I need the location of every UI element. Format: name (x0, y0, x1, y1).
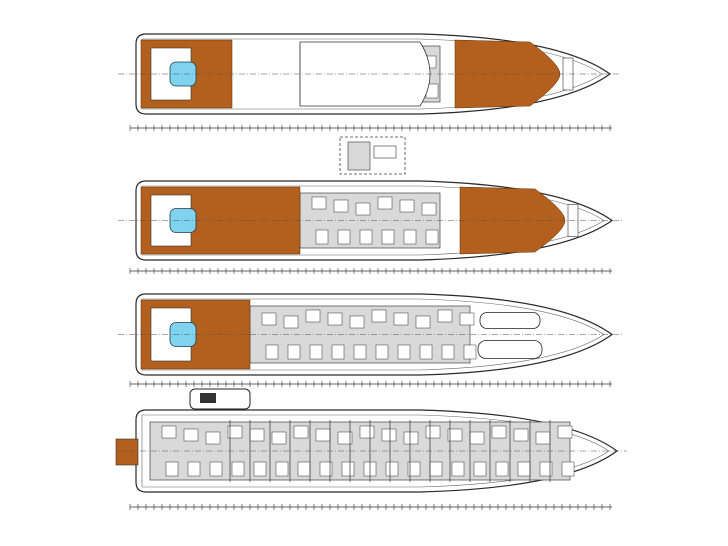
furniture (359, 425, 375, 439)
inset-room (347, 141, 371, 171)
furniture (539, 461, 553, 477)
furniture (349, 315, 365, 329)
furniture (275, 461, 289, 477)
furniture (297, 461, 311, 477)
furniture (311, 196, 327, 210)
main-deck (118, 293, 622, 410)
furniture (469, 431, 485, 445)
furniture (381, 229, 395, 245)
furniture (415, 315, 431, 329)
furniture (425, 229, 439, 245)
furniture (513, 428, 529, 442)
bridge-deck (118, 180, 622, 274)
furniture (437, 309, 453, 323)
furniture (447, 428, 463, 442)
furniture (371, 309, 387, 323)
furniture (341, 461, 355, 477)
furniture (287, 344, 301, 360)
furniture (205, 431, 221, 445)
furniture (451, 461, 465, 477)
furniture (261, 312, 277, 326)
furniture (491, 425, 507, 439)
furniture (403, 229, 417, 245)
furniture (265, 344, 279, 360)
furniture (441, 344, 455, 360)
furniture (315, 229, 329, 245)
furniture (305, 309, 321, 323)
lower-deck (115, 409, 627, 510)
furniture (381, 428, 397, 442)
swim-platform-tender (189, 388, 251, 410)
tender (479, 312, 541, 329)
furniture (331, 344, 345, 360)
furniture (187, 461, 201, 477)
furniture (557, 425, 573, 439)
furniture (293, 425, 309, 439)
furniture (359, 229, 373, 245)
furniture (473, 461, 487, 477)
furniture (375, 344, 389, 360)
detail-inset (339, 136, 406, 175)
bulwark-line (141, 414, 610, 488)
furniture (425, 425, 441, 439)
furniture (355, 202, 371, 216)
furniture (419, 344, 433, 360)
furniture (377, 196, 393, 210)
furniture (333, 199, 349, 213)
tender (477, 340, 543, 359)
furniture (535, 431, 551, 445)
furniture (561, 461, 575, 477)
furniture (429, 461, 443, 477)
furniture (337, 229, 351, 245)
sun-deck (118, 33, 620, 131)
furniture (495, 461, 509, 477)
furniture (385, 461, 399, 477)
furniture (165, 461, 179, 477)
inset-room (373, 145, 397, 159)
furniture (315, 428, 331, 442)
furniture (463, 344, 477, 360)
furniture (459, 312, 475, 326)
furniture (271, 431, 287, 445)
furniture (227, 425, 243, 439)
swim-platform (115, 438, 139, 466)
furniture (327, 312, 343, 326)
furniture (407, 461, 421, 477)
furniture (309, 344, 323, 360)
furniture (283, 315, 299, 329)
furniture (337, 431, 353, 445)
furniture (393, 312, 409, 326)
furniture (403, 431, 419, 445)
furniture (161, 425, 177, 439)
furniture (397, 344, 411, 360)
furniture (319, 461, 333, 477)
furniture (421, 202, 437, 216)
teak-deck-foredeck (459, 186, 566, 255)
tender-console (200, 393, 216, 403)
furniture (209, 461, 223, 477)
furniture (353, 344, 367, 360)
furniture (517, 461, 531, 477)
furniture (253, 461, 267, 477)
furniture (399, 199, 415, 213)
furniture (183, 428, 199, 442)
furniture (249, 428, 265, 442)
furniture (231, 461, 245, 477)
